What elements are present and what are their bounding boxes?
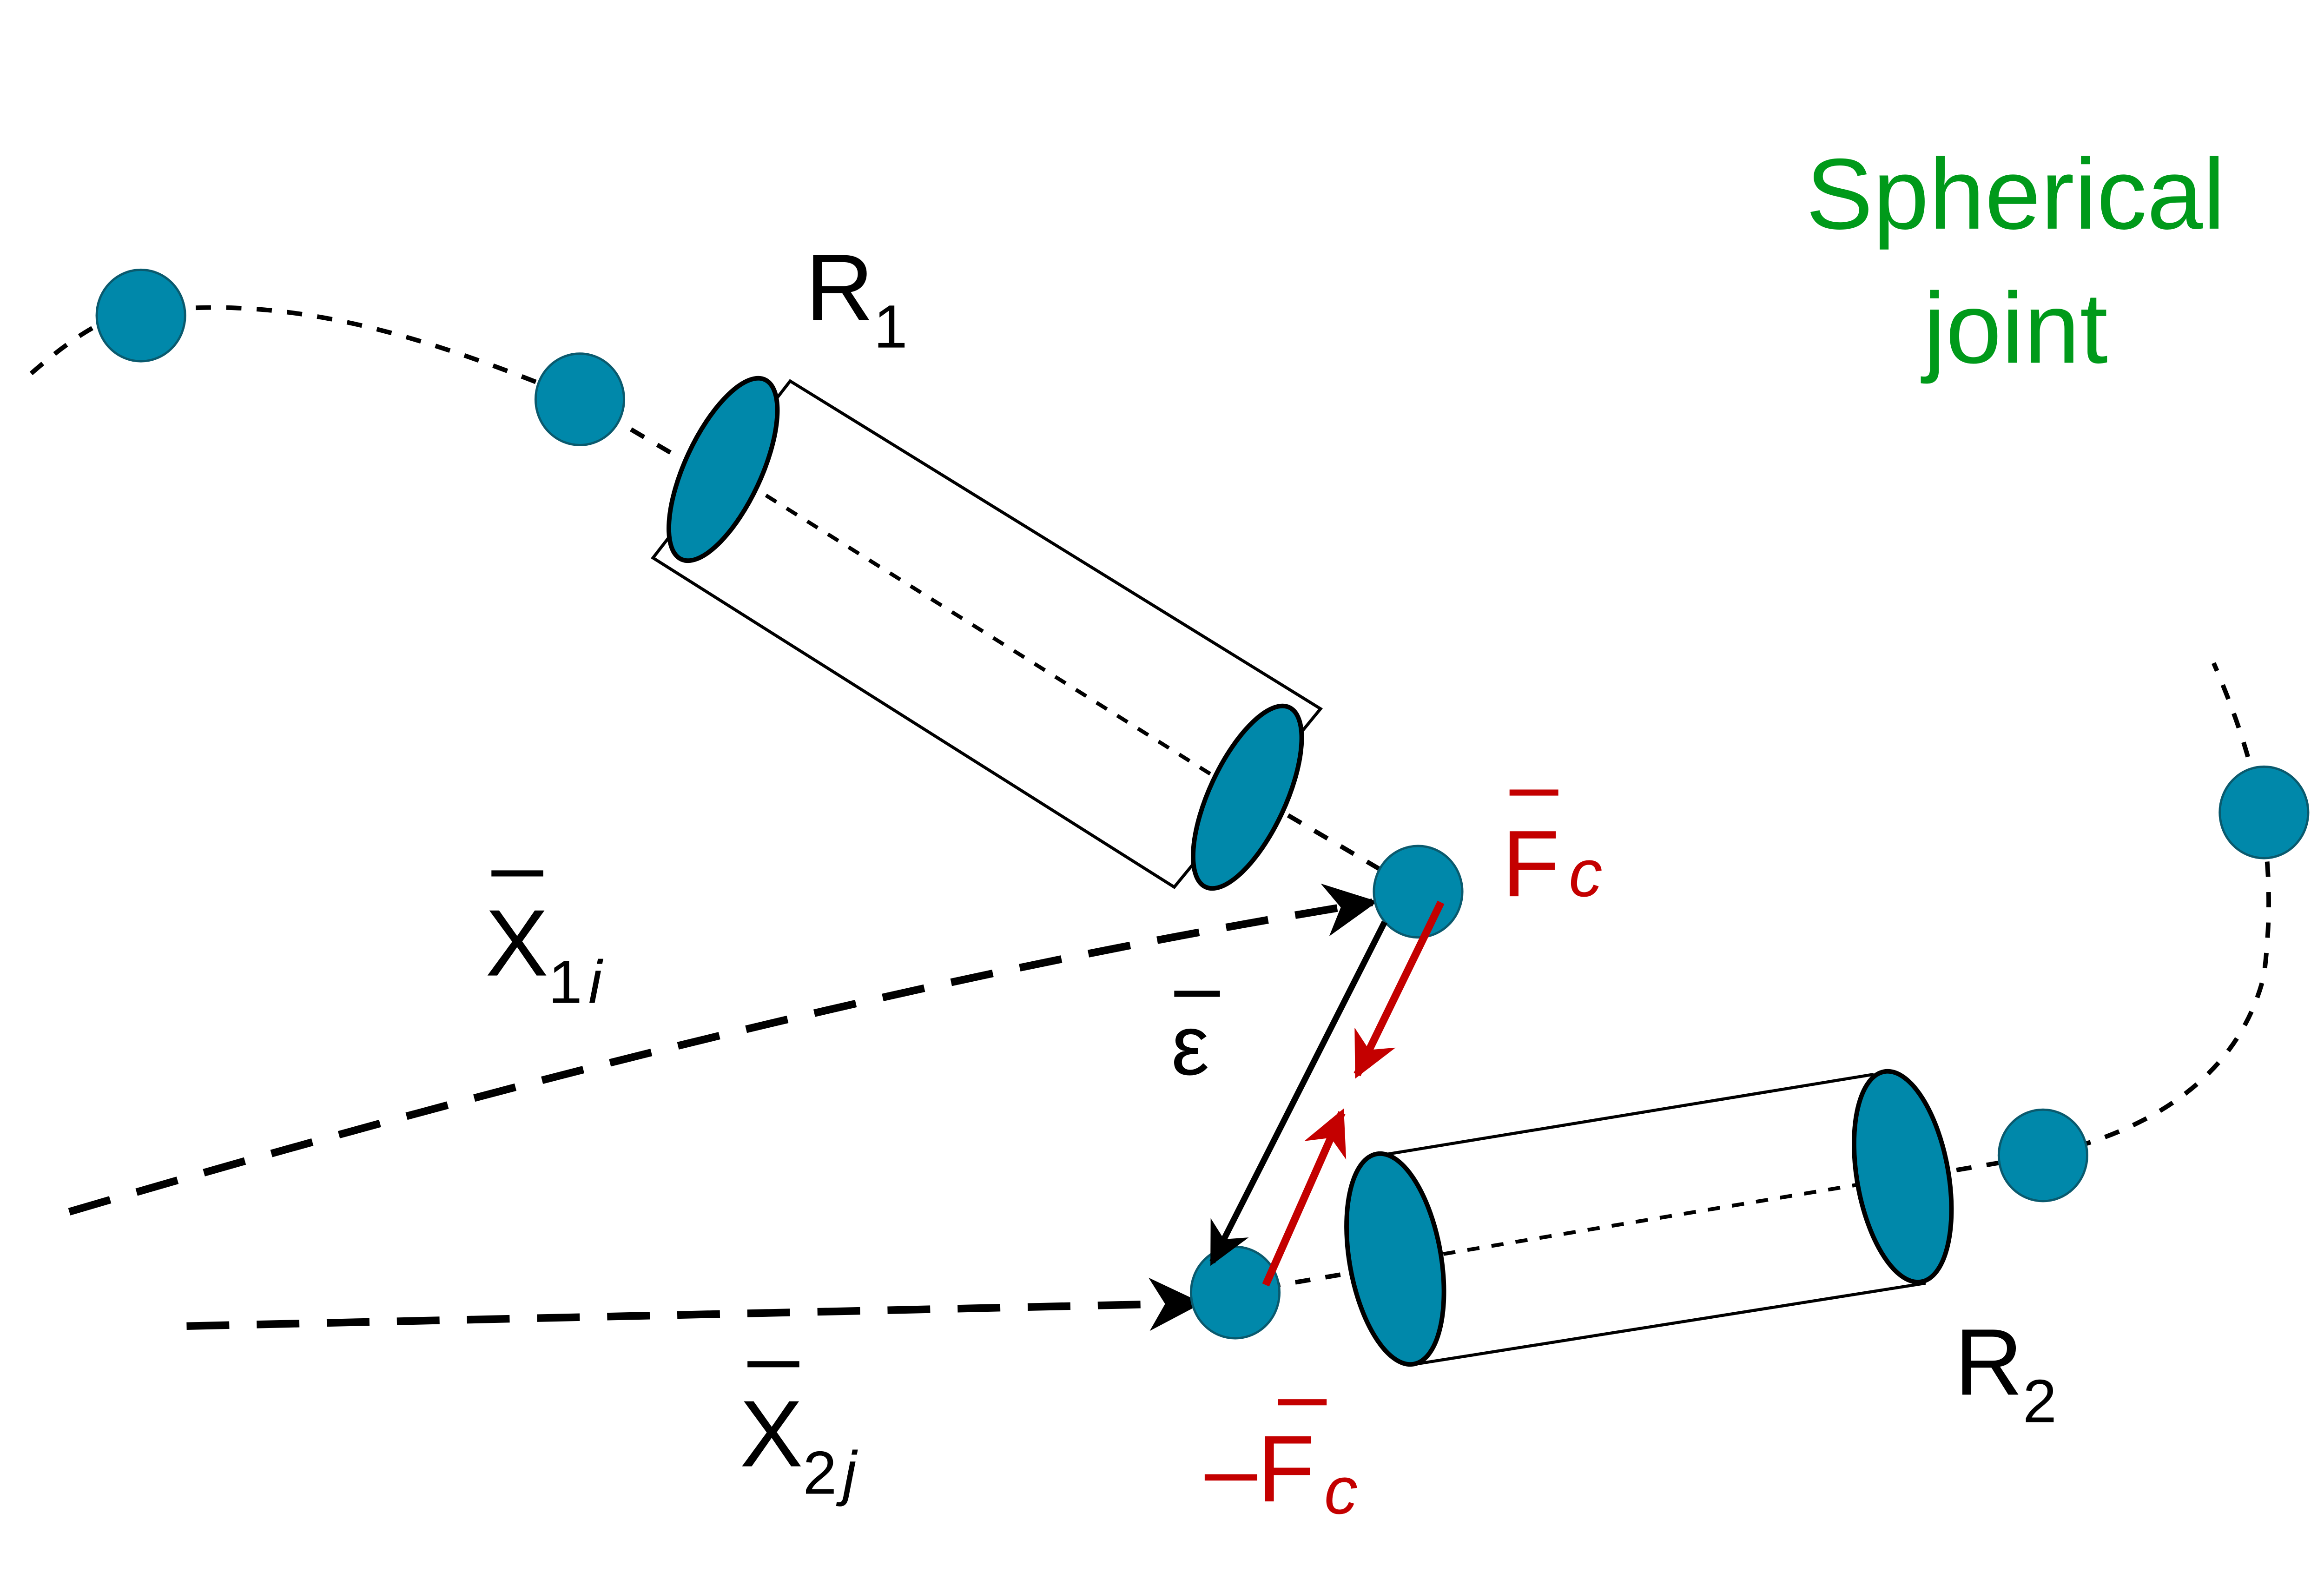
rod-r1-cylinder (651, 376, 1323, 891)
label-r2: R2 (1954, 1309, 2057, 1435)
bead (2218, 765, 2310, 859)
x2j-vector-arrow (186, 1277, 1202, 1331)
bead (1997, 1108, 2088, 1203)
rod-r2-cylinder (1344, 1069, 1954, 1367)
bead-joint-upper (1373, 845, 1464, 939)
svg-text:X1i: X1i (485, 891, 604, 1016)
chain-left-curve (29, 305, 1419, 894)
svg-text:–Fc: –Fc (1205, 1416, 1358, 1528)
label-spherical-joint-line2: joint (1921, 271, 2108, 384)
chain-beads (95, 268, 2310, 1340)
svg-text:ε: ε (1171, 998, 1209, 1093)
bead (95, 268, 186, 363)
svg-text:X2j: X2j (740, 1381, 858, 1507)
bead-joint-lower (1189, 1245, 1281, 1340)
svg-text:Fc: Fc (1502, 811, 1602, 917)
x1i-vector-arrow (68, 883, 1378, 1216)
label-spherical-joint-line1: Spherical (1806, 138, 2225, 250)
epsilon-vector-arrow (1209, 920, 1387, 1266)
chain-right-curve (1235, 662, 2271, 1295)
force-fc-arrow (1353, 900, 1445, 1079)
bead (534, 352, 626, 446)
force-neg-fc-arrow (1262, 1108, 1347, 1287)
label-r1: R1 (805, 235, 908, 361)
label-epsilon: ε (1171, 991, 1220, 1093)
